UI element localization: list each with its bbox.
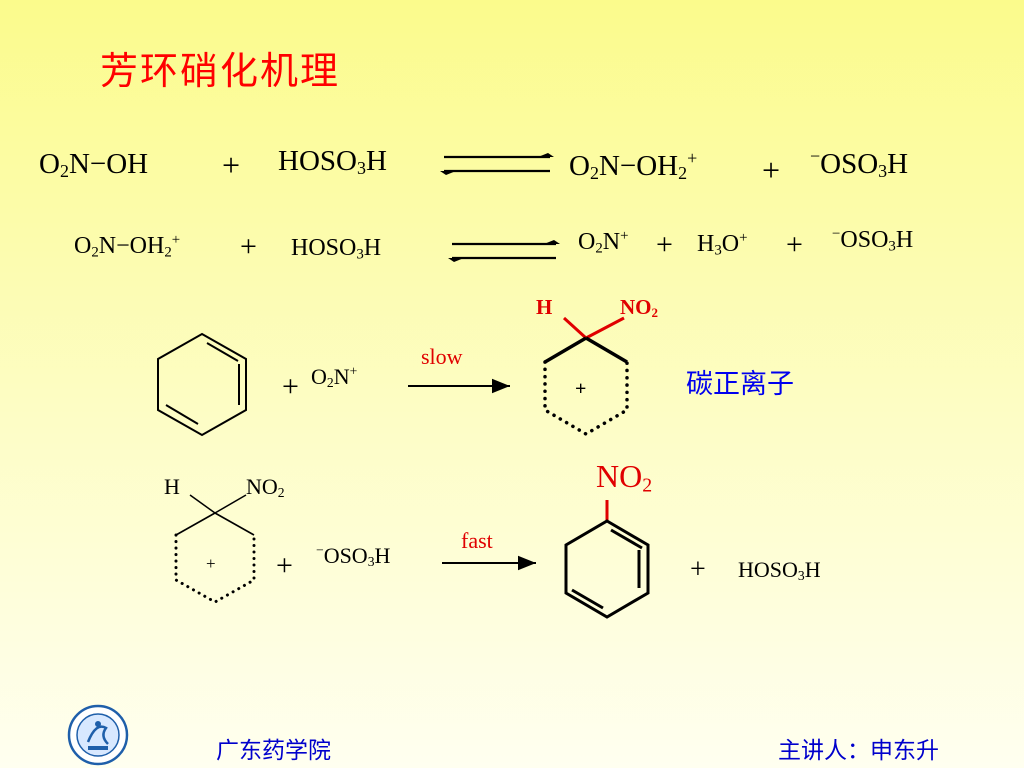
slow-label: slow [421,344,463,369]
ring-positive-charge: + [206,554,216,573]
hydronium-ion: H3O+ [697,229,748,259]
slide-title: 芳环硝化机理 [100,49,341,93]
sulfuric-acid: HOSO3H [291,235,382,263]
equilibrium-arrow-1 [440,153,554,175]
sulfuric-acid: HOSO3H [278,145,387,178]
protonated-nitric-acid: O2N−OH2+ [74,231,181,261]
plus-sign: + [762,152,781,188]
bisulfate-anion: −OSO3H [316,542,391,569]
footer-lecturer: 主讲人：申东升 [778,738,939,764]
nitronium-ion: O2N+ [578,227,629,257]
plus-sign: + [656,228,673,261]
sigma-complex-thin [174,494,256,604]
sigma-complex-no2-label: NO2 [620,295,659,320]
bisulfate-anion: −OSO3H [832,225,914,255]
nitric-acid: O2N−OH [39,148,149,181]
plus-sign: + [240,230,257,263]
sigma-complex-no2-label: NO2 [246,474,285,500]
nitrobenzene-ring [564,500,650,619]
footer-school-name: 广东药学院 [216,738,331,764]
nitro-group-label: NO2 [596,458,653,497]
plus-sign: + [282,370,299,403]
fast-label: fast [461,528,493,553]
sigma-complex-h-label: H [164,474,180,499]
carbocation-label: 碳正离子 [686,369,794,400]
protonated-nitric-acid: O2N−OH2+ [569,147,698,183]
sigma-complex-bold [543,316,629,437]
equilibrium-arrow-2 [448,240,560,262]
plus-sign: + [276,549,293,582]
ring-positive-charge: + [575,378,587,400]
school-logo [67,704,129,766]
bisulfate-anion: −OSO3H [810,145,909,181]
sulfuric-acid: HOSO3H [738,557,821,583]
plus-sign: + [690,554,706,585]
nitronium-ion: O2N+ [311,363,358,390]
plus-sign: + [786,228,803,261]
plus-sign: + [222,147,241,183]
sigma-complex-h-label: H [536,295,553,319]
benzene-ring [157,332,247,437]
